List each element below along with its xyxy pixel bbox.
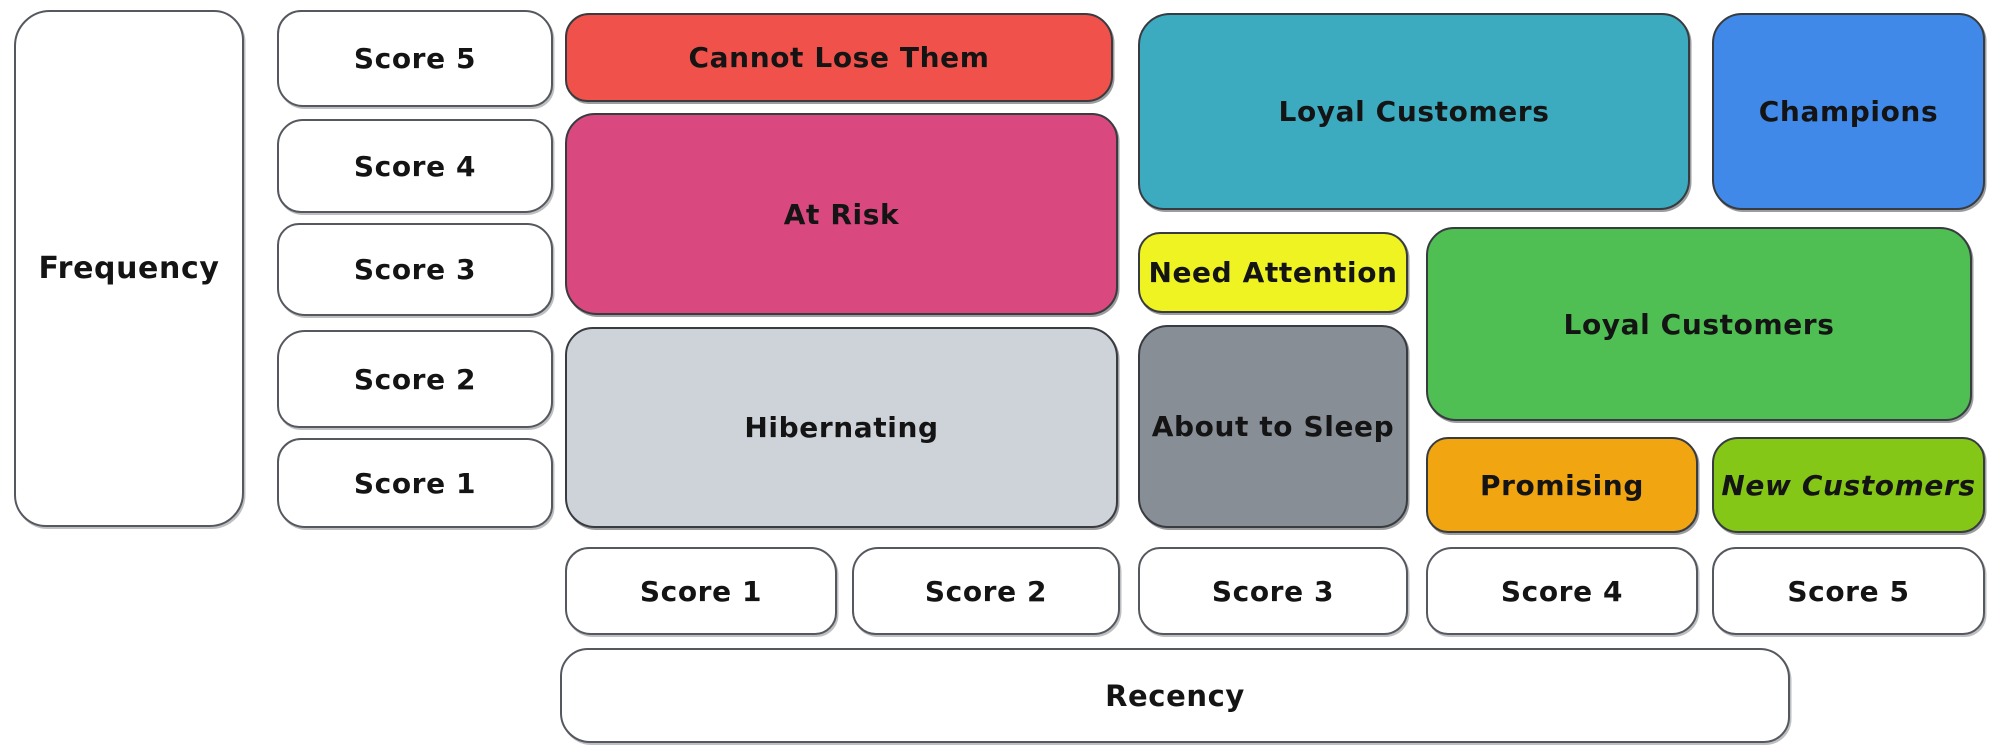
segment-at-risk: At Risk — [565, 113, 1118, 315]
recency-score-5: Score 5 — [1712, 547, 1985, 635]
recency-score-1: Score 1 — [565, 547, 837, 635]
segment-need-attention: Need Attention — [1138, 232, 1408, 313]
frequency-score-2: Score 2 — [277, 330, 553, 428]
segment-cannot-lose-them: Cannot Lose Them — [565, 13, 1113, 102]
recency-axis-label: Recency — [560, 648, 1790, 743]
recency-score-4: Score 4 — [1426, 547, 1698, 635]
frequency-score-1: Score 1 — [277, 438, 553, 528]
frequency-axis-label: Frequency — [14, 10, 244, 527]
frequency-score-5: Score 5 — [277, 10, 553, 107]
segment-hibernating: Hibernating — [565, 327, 1118, 528]
recency-score-3: Score 3 — [1138, 547, 1408, 635]
segment-loyal-customers-green: Loyal Customers — [1426, 227, 1972, 421]
segment-promising: Promising — [1426, 437, 1698, 533]
segment-loyal-customers-teal: Loyal Customers — [1138, 13, 1690, 210]
frequency-score-3: Score 3 — [277, 223, 553, 316]
segment-about-to-sleep: About to Sleep — [1138, 325, 1408, 528]
frequency-score-4: Score 4 — [277, 119, 553, 213]
segment-new-customers: New Customers — [1712, 437, 1985, 533]
segment-champions: Champions — [1712, 13, 1985, 210]
recency-score-2: Score 2 — [852, 547, 1120, 635]
